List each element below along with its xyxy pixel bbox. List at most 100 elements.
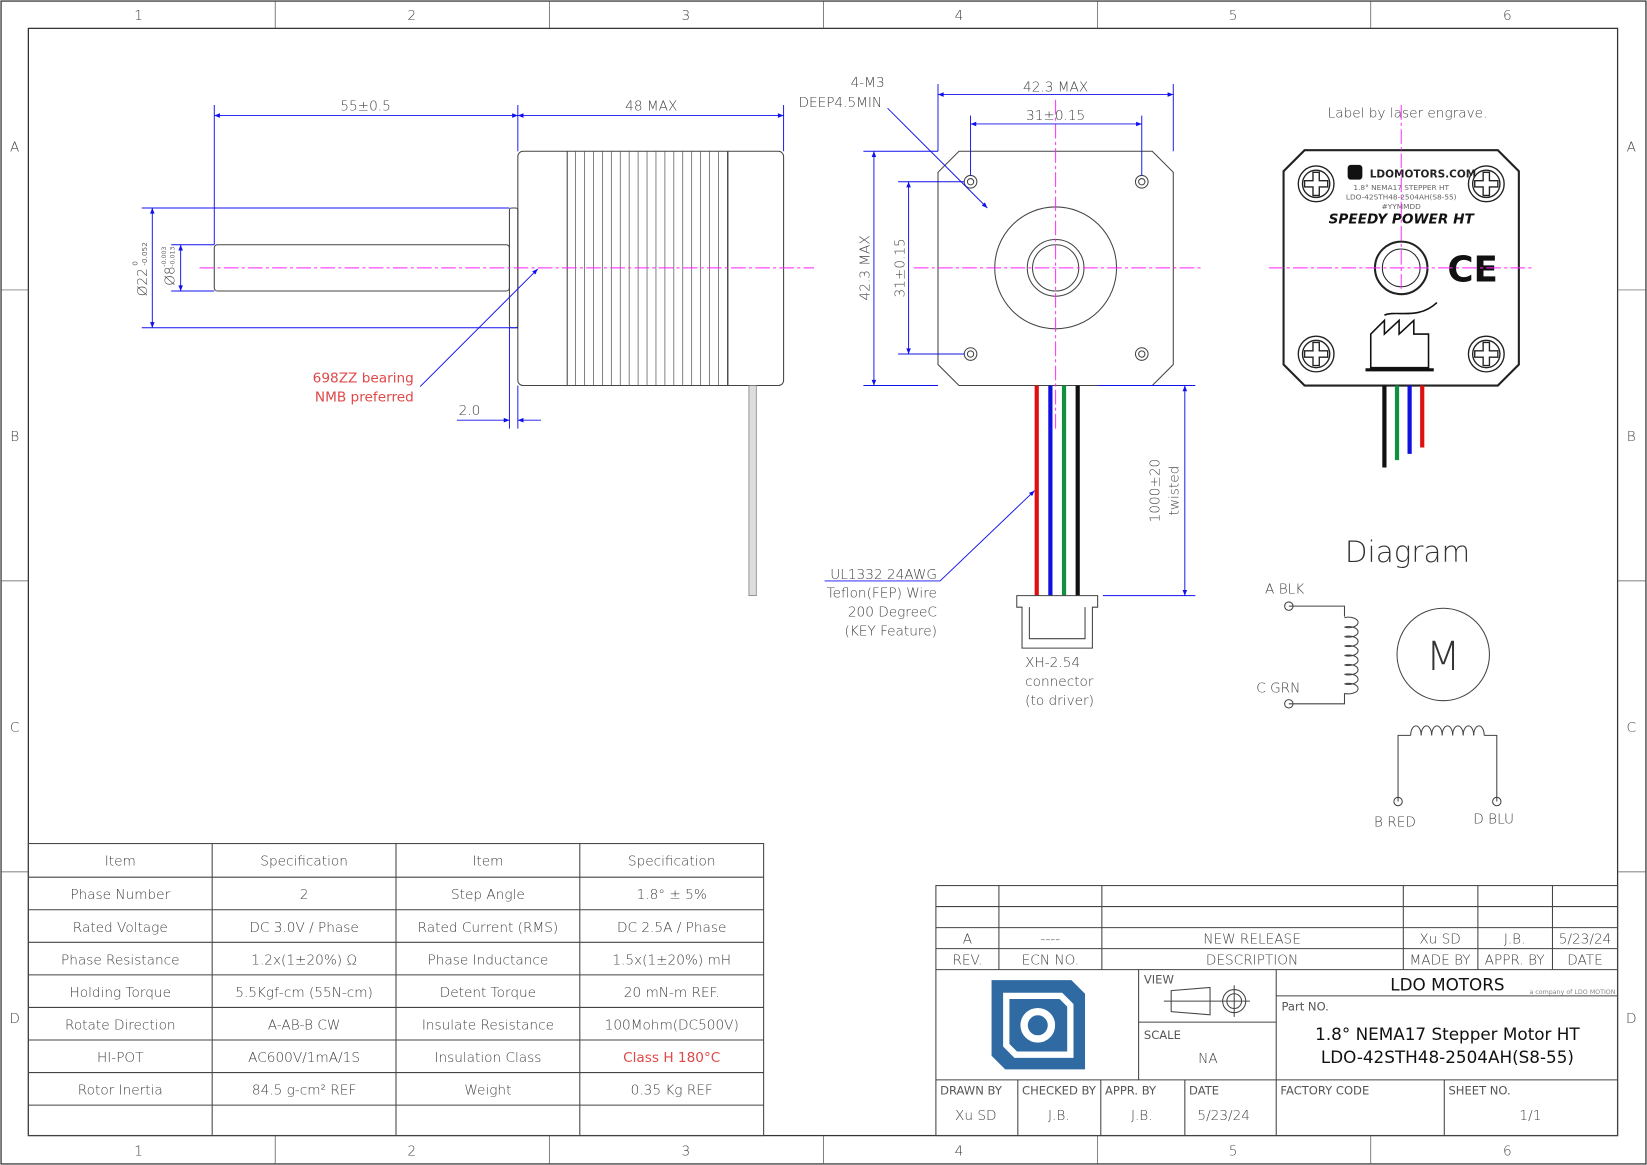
- label-caption: Label by laser engrave.: [1328, 106, 1488, 122]
- checked-by-label: CHECKED BY: [1022, 1084, 1097, 1098]
- zone-col-6-bottom: 6: [1503, 1144, 1512, 1160]
- dim-shaft-diameter: Ø8: [162, 266, 178, 285]
- spec-value: 100Mohm(DC500V): [605, 1017, 739, 1033]
- label-face: [1282, 149, 1520, 387]
- spec-value: A-AB-B CW: [268, 1017, 341, 1033]
- boss-tol-lower: -0.052: [140, 242, 149, 266]
- sheet-no-label: SHEET NO.: [1448, 1084, 1510, 1098]
- ecn-value: ----: [1041, 931, 1061, 947]
- pin-c-label: C GRN: [1256, 680, 1300, 696]
- appr-by-header: APPR. BY: [1485, 952, 1546, 968]
- pin-d: [1492, 796, 1502, 807]
- rev-value: A: [963, 931, 972, 947]
- pin-d-label: D BLU: [1473, 812, 1514, 828]
- wire-note-3: 200 DegreeC: [848, 605, 937, 621]
- spec-value: 2: [300, 887, 309, 903]
- hole-note: 4-M3: [851, 75, 885, 91]
- description-value: NEW RELEASE: [1203, 931, 1301, 947]
- dim-width-max: 42.3 MAX: [1023, 79, 1088, 95]
- pin-a: [1284, 601, 1294, 611]
- pin-a-label: A BLK: [1265, 582, 1304, 598]
- dim-height-max: 42.3 MAX: [858, 235, 874, 300]
- scale-value: NA: [1198, 1051, 1218, 1067]
- spec-item: Phase Resistance: [61, 952, 180, 968]
- spec-value: 20 mN-m REF.: [624, 985, 720, 1001]
- spec-value: DC 2.5A / Phase: [617, 920, 726, 936]
- connector-note-1: XH-2.54: [1025, 655, 1080, 671]
- dim-wire-length: 1000±20: [1148, 459, 1164, 523]
- zone-col-5: 5: [1229, 8, 1238, 24]
- screw-heads: [1297, 165, 1505, 373]
- spec-item: Detent Torque: [440, 985, 536, 1001]
- spec-value: 1.5x(1±20%) mH: [612, 952, 731, 968]
- front-view: 42.3 MAX 31±0.15 42.3 MAX 31±0.15 4-M3 D…: [798, 75, 1203, 709]
- zone-row-c: C: [10, 720, 20, 736]
- zone-row-d: D: [9, 1011, 20, 1027]
- drawn-by-label: DRAWN BY: [940, 1084, 1003, 1098]
- zone-col-1-bottom: 1: [134, 1144, 143, 1160]
- date-value-footer: 5/23/24: [1197, 1108, 1250, 1124]
- company-name: LDO MOTORS: [1390, 975, 1504, 995]
- motor-symbol-label: M: [1426, 634, 1460, 680]
- wire-note-4: (KEY Feature): [845, 624, 937, 640]
- label-tagline: SPEEDY POWER HT: [1329, 212, 1476, 228]
- diagram-title: Diagram: [1345, 535, 1470, 569]
- spec-item: Rated Current (RMS): [418, 920, 559, 936]
- ce-mark: CE: [1447, 250, 1498, 291]
- shaft-tol-upper: -0.003: [161, 247, 168, 267]
- sheet-no-value: 1/1: [1519, 1108, 1541, 1124]
- spec-value: 84.5 g-cm² REF: [252, 1083, 356, 1099]
- ldo-logo: [991, 980, 1086, 1070]
- label-view-wires: [1382, 385, 1425, 468]
- label-website: LDOMOTORS.COM: [1370, 169, 1477, 181]
- spec-header: Specification: [260, 854, 348, 870]
- rev-header: REV.: [952, 952, 982, 968]
- zone-col-3: 3: [682, 8, 691, 24]
- wire-note-2: Teflon(FEP) Wire: [827, 586, 937, 602]
- wiring-diagram: Diagram M A BLK C GRN B RED D BLU: [1256, 535, 1514, 831]
- appr-by-value-footer: J.B.: [1131, 1108, 1153, 1124]
- spec-item: Phase Inductance: [428, 952, 549, 968]
- spec-item: Phase Number: [70, 887, 170, 903]
- appr-by-label: APPR. BY: [1105, 1084, 1157, 1098]
- wire-twisted-note: twisted: [1167, 466, 1183, 516]
- spec-item: Insulation Class: [434, 1050, 541, 1066]
- connector-note-2: connector: [1025, 674, 1094, 690]
- dim-boss-height: 2.0: [459, 403, 481, 419]
- dim-body-length: 48 MAX: [625, 98, 677, 114]
- drawn-by-value: Xu SD: [955, 1108, 996, 1124]
- spec-header: Item: [105, 854, 136, 870]
- part-no-label: Part NO.: [1281, 1000, 1328, 1014]
- wire-note-1: UL1332 24AWG: [830, 567, 937, 583]
- spec-value: 1.2x(1±20%) Ω: [251, 952, 357, 968]
- spec-item: Rated Voltage: [73, 920, 168, 936]
- part-number: LDO-42STH48-2504AH(S8-55): [1321, 1047, 1574, 1067]
- date-value: 5/23/24: [1559, 931, 1612, 947]
- zone-row-b-right: B: [1627, 429, 1636, 445]
- ldo-logo-small-icon: [1347, 164, 1363, 180]
- made-by-value: Xu SD: [1419, 931, 1460, 947]
- label-view: Label by laser engrave. LDOMOTORS.COM 1.…: [1268, 105, 1534, 468]
- zone-col-2-bottom: 2: [407, 1144, 416, 1160]
- dim-shaft-length: 55±0.5: [340, 98, 390, 114]
- zone-col-1: 1: [134, 8, 143, 24]
- side-view: 55±0.5 48 MAX Ø22 0 -0.052 Ø8 -0.003 -0.…: [131, 98, 815, 596]
- coil-bd: [1410, 725, 1485, 736]
- screw-head-icon: [1297, 335, 1335, 373]
- pin-b-label: B RED: [1374, 815, 1416, 831]
- company-sub: a company of LDO MOTION: [1529, 989, 1615, 996]
- twisted-wire-side: [748, 385, 757, 596]
- factory-code-label: FACTORY CODE: [1280, 1084, 1369, 1098]
- spec-value: 0.35 Kg REF: [631, 1083, 713, 1099]
- part-name: 1.8° NEMA17 Stepper Motor HT: [1315, 1024, 1580, 1044]
- spec-item: Weight: [464, 1083, 511, 1099]
- motor-wires: [1034, 385, 1080, 596]
- boss-tol-upper: 0: [131, 261, 140, 266]
- pin-b: [1393, 796, 1403, 807]
- hole-note-depth: DEEP4.5MIN: [798, 95, 882, 111]
- zone-col-2: 2: [407, 8, 416, 24]
- appr-by-value: J.B.: [1504, 931, 1526, 947]
- zone-row-a: A: [10, 139, 19, 155]
